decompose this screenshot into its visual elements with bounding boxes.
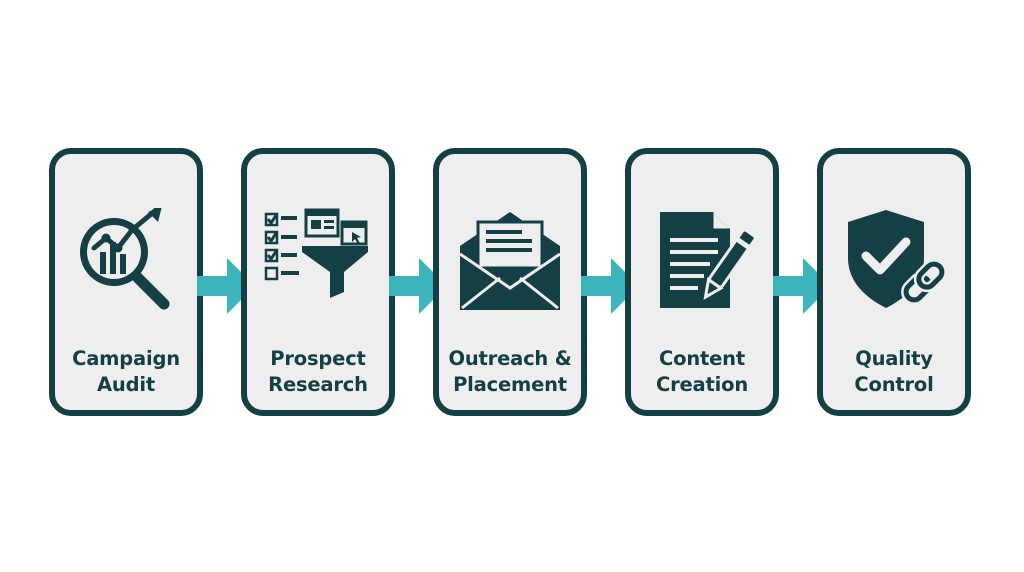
checklist-funnel-icon xyxy=(264,208,372,312)
step-label-line-1: Outreach & xyxy=(448,347,572,370)
step-label: Outreach & Placement xyxy=(439,346,581,398)
envelope-icon xyxy=(456,208,564,312)
magnifier-chart-icon xyxy=(72,208,180,312)
step-prospect-research: Prospect Research xyxy=(241,148,395,416)
step-label-line-2: Audit xyxy=(97,373,155,396)
flow-arrow-1 xyxy=(197,256,257,316)
step-label-line-2: Placement xyxy=(453,373,567,396)
step-label-line-1: Content xyxy=(659,347,745,370)
step-label: Quality Control xyxy=(823,346,965,398)
step-label-line-1: Prospect xyxy=(270,347,366,370)
step-label-line-1: Campaign xyxy=(72,347,180,370)
step-label-line-2: Research xyxy=(268,373,368,396)
step-label-line-1: Quality xyxy=(855,347,933,370)
flow-arrow-3 xyxy=(581,256,641,316)
shield-link-icon xyxy=(840,208,948,312)
step-label: Content Creation xyxy=(631,346,773,398)
step-label-line-2: Creation xyxy=(656,373,748,396)
step-label: Prospect Research xyxy=(247,346,389,398)
flow-arrow-4 xyxy=(773,256,833,316)
step-outreach-placement: Outreach & Placement xyxy=(433,148,587,416)
step-quality-control: Quality Control xyxy=(817,148,971,416)
document-pen-icon xyxy=(648,208,756,312)
flow-arrow-2 xyxy=(389,256,449,316)
step-label: Campaign Audit xyxy=(55,346,197,398)
step-label-line-2: Control xyxy=(854,373,934,396)
step-campaign-audit: Campaign Audit xyxy=(49,148,203,416)
step-content-creation: Content Creation xyxy=(625,148,779,416)
